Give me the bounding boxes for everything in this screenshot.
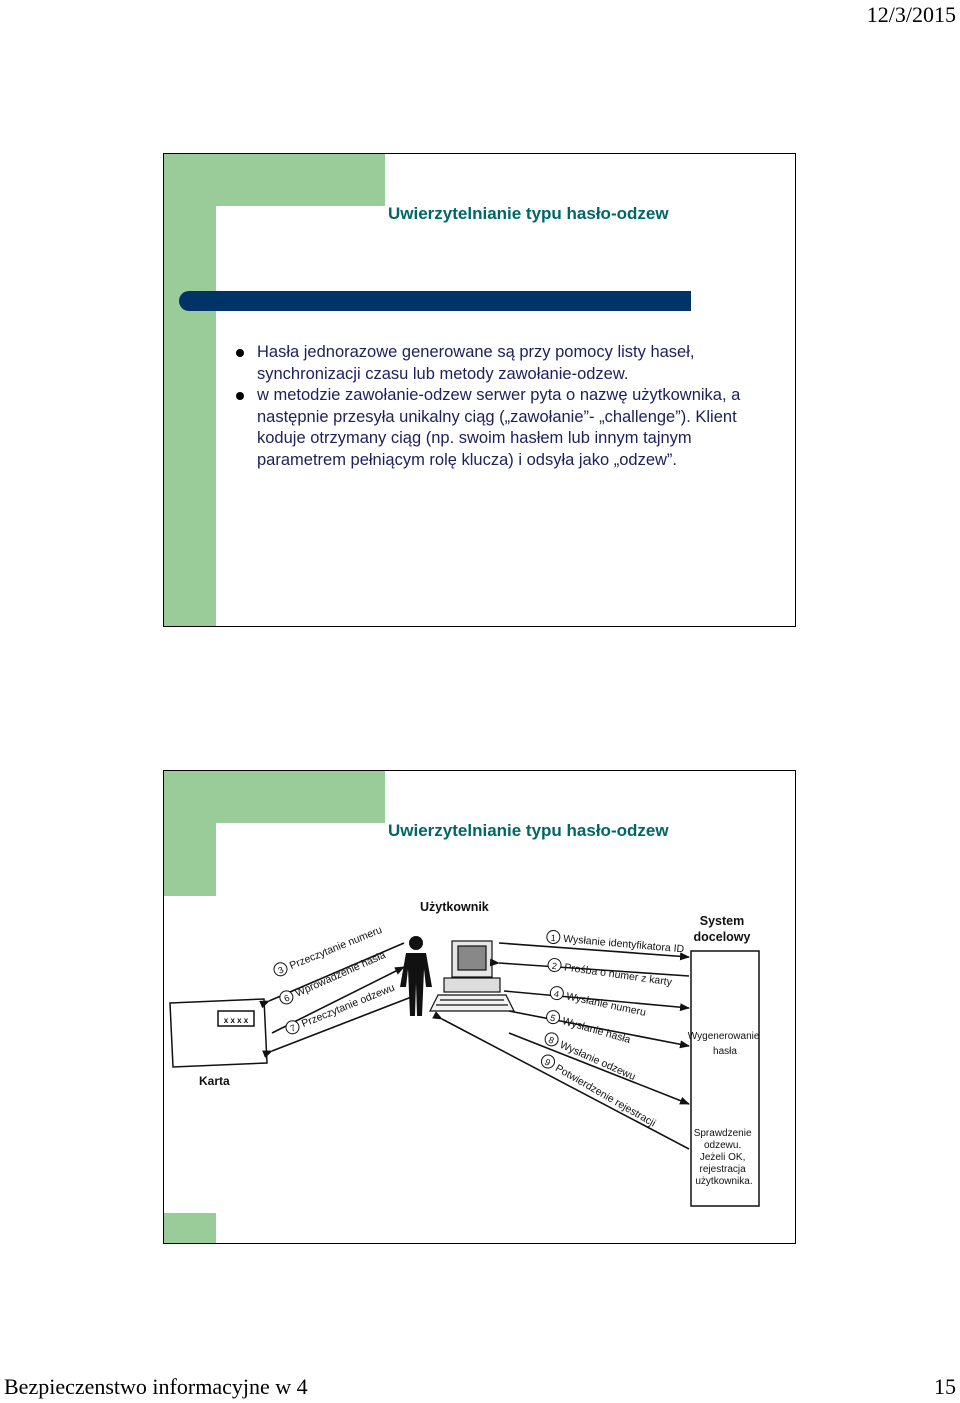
svg-text:Potwierdzenie rejestracji: Potwierdzenie rejestracji (553, 1062, 658, 1129)
bullet-item: w metodzie zawołanie-odzew serwer pyta o… (234, 385, 774, 471)
svg-text:8: 8 (547, 1035, 556, 1046)
slide-content-area (216, 206, 795, 626)
card-step-3: 3 Przeczytanie numeru (273, 924, 384, 977)
svg-text:Wysłanie numeru: Wysłanie numeru (565, 990, 647, 1019)
system-step-2: 2 Prośba o numer z karty (547, 958, 673, 989)
svg-text:Wysłanie hasła: Wysłanie hasła (561, 1015, 632, 1046)
slide-green-header (164, 154, 385, 206)
footer-page-number: 15 (934, 1374, 956, 1399)
slide-green-corner (164, 1213, 216, 1243)
person-icon (400, 936, 432, 1016)
system-arrows (432, 942, 690, 1150)
footer-course-title: Bezpieczenstwo informacyjne w 4 (4, 1374, 308, 1399)
system-label-2: docelowy (694, 930, 751, 944)
slide-green-sidebar (164, 154, 216, 626)
slide-title: Uwierzytelnianie typu hasło-odzew (388, 204, 669, 223)
system-note-verify: Sprawdzenie odzewu. Jeżeli OK, rejestrac… (694, 1128, 755, 1187)
bullet-icon (236, 392, 244, 400)
svg-text:Prośba o numer z karty: Prośba o numer z karty (563, 961, 673, 988)
svg-text:7: 7 (289, 1023, 297, 1034)
slide-1: Uwierzytelnianie typu hasło-odzew Hasła … (163, 153, 796, 627)
card: x x x x Karta (169, 998, 268, 1088)
card-display: x x x x (224, 1016, 249, 1025)
bullet-item: Hasła jednorazowe generowane są przy pom… (234, 342, 774, 385)
target-system: System docelowy Wygenerowanie hasła Spra… (688, 914, 762, 1207)
bullet-list: Hasła jednorazowe generowane są przy pom… (234, 342, 774, 471)
system-label-1: System (700, 914, 744, 928)
svg-text:1: 1 (550, 933, 556, 943)
svg-text:5: 5 (549, 1013, 557, 1024)
system-note-generate: Wygenerowanie hasła (688, 1031, 762, 1057)
svg-text:4: 4 (553, 989, 560, 1000)
bullet-icon (236, 349, 244, 357)
slide-title: Uwierzytelnianie typu hasło-odzew (388, 821, 669, 840)
svg-text:6: 6 (282, 993, 291, 1004)
user-label: Użytkownik (420, 900, 489, 914)
svg-text:9: 9 (543, 1057, 552, 1068)
computer-icon (429, 940, 515, 1012)
challenge-response-diagram: x x x x Karta Użytkownik System docelowy… (169, 900, 762, 1207)
svg-text:3: 3 (277, 965, 285, 976)
card-label: Karta (199, 1074, 230, 1088)
slide-green-header (164, 771, 385, 823)
svg-text:2: 2 (551, 961, 557, 972)
slide-2: Uwierzytelnianie typu hasło-odzew x x x … (163, 770, 796, 1244)
title-underline-bar (179, 291, 691, 311)
page-date: 12/3/2015 (866, 2, 956, 27)
